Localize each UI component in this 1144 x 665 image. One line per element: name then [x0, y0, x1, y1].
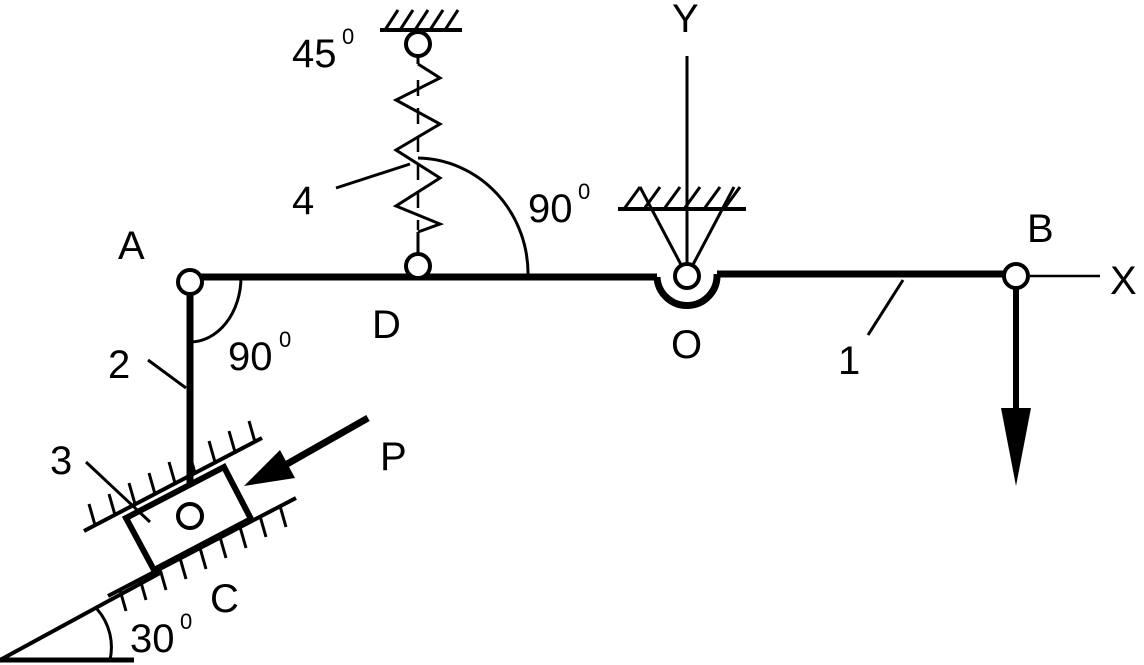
angle-label-90-d: 90	[528, 187, 573, 231]
label-x: X	[1110, 259, 1137, 303]
label-c: C	[210, 577, 239, 621]
angle-arc-incline	[95, 608, 113, 661]
leader-1	[866, 279, 905, 336]
joint-o	[673, 262, 701, 290]
upper-guide-hatch	[87, 420, 257, 526]
joint-a	[176, 268, 204, 296]
spring-4	[335, 9, 462, 256]
leader-3	[84, 460, 152, 524]
angle-arc-a	[189, 276, 243, 344]
label-member-3: 3	[50, 439, 72, 483]
label-member-4: 4	[292, 179, 314, 223]
ground-hatch-top	[383, 9, 460, 31]
leader-4	[335, 162, 411, 190]
ground-hatch-o	[622, 186, 742, 210]
angle-label-45: 45	[292, 32, 337, 76]
label-y: Y	[672, 0, 699, 41]
label-d: D	[372, 303, 401, 347]
angle-label-90-a: 90	[228, 335, 273, 379]
joint-c	[176, 502, 204, 530]
joint-d	[404, 252, 432, 280]
angle-degree-90-a: 0	[279, 327, 291, 352]
link-ac	[147, 282, 194, 500]
incline	[0, 571, 161, 663]
angle-degree-45: 0	[342, 24, 354, 49]
force-p-arrow	[244, 414, 370, 486]
angle-arc-d	[417, 156, 530, 278]
lever-aob	[190, 270, 1016, 310]
joint-spring-top	[404, 30, 432, 58]
pin-support-o	[618, 186, 746, 277]
label-a: A	[118, 224, 145, 268]
spring-coil	[392, 62, 445, 234]
label-p: P	[380, 435, 407, 479]
label-o: O	[671, 323, 702, 367]
leader-2	[147, 358, 187, 390]
angle-label-30: 30	[130, 617, 175, 661]
angle-degree-90-d: 0	[578, 179, 590, 204]
load-arrow-b	[1001, 285, 1031, 486]
label-member-1: 1	[838, 339, 860, 383]
label-b: B	[1027, 207, 1054, 251]
label-member-2: 2	[108, 343, 130, 387]
angle-degree-30: 0	[180, 609, 192, 634]
joint-b	[1002, 262, 1030, 290]
